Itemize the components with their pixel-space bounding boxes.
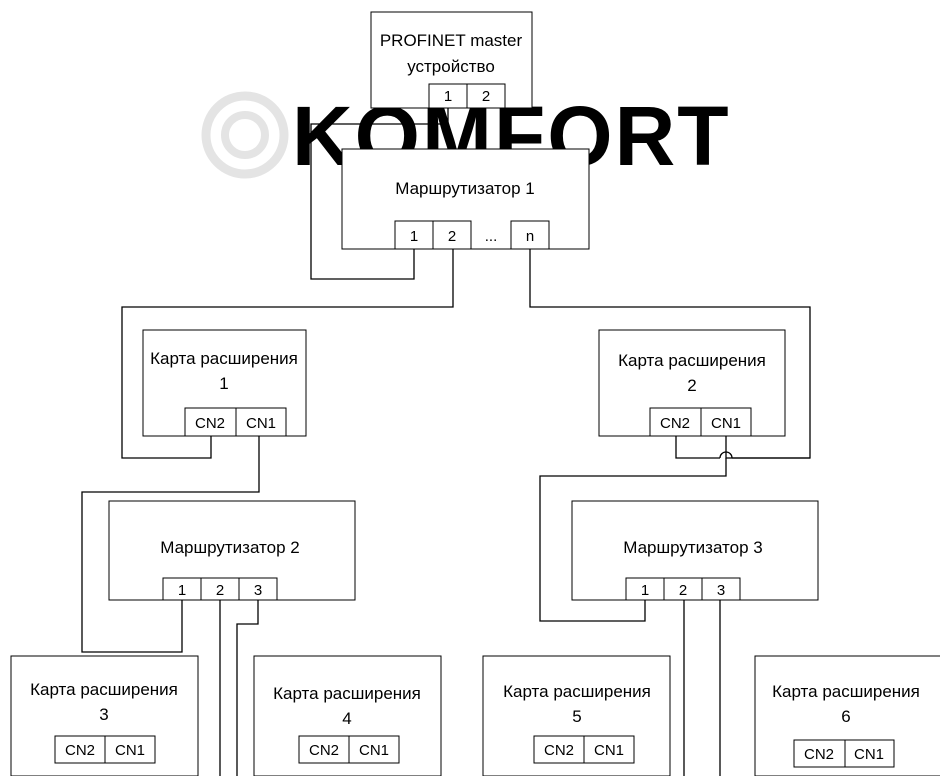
master-port-2-label: 2: [482, 88, 490, 105]
router1-ellipsis: ...: [485, 228, 498, 245]
router1-port-n: [510, 220, 550, 250]
card3-port-cn2-label: CN2: [65, 742, 95, 759]
router2-title: Маршрутизатор 2: [160, 538, 300, 557]
router1-port-1-label: 1: [410, 228, 418, 245]
card1-port-cn2: [184, 407, 237, 437]
card3-title-line1: Карта расширения: [30, 680, 178, 699]
router2-port-3: [238, 577, 278, 601]
router3-port-3-label: 3: [717, 582, 725, 599]
card6-title-line2: 6: [841, 707, 850, 726]
card6-port-cn1: [844, 739, 895, 768]
router2-port-3-label: 3: [254, 582, 262, 599]
card1-title-line1: Карта расширения: [150, 349, 298, 368]
wire-jumper-crossing: [719, 451, 733, 459]
card6-title-line1: Карта расширения: [772, 682, 920, 701]
wire-router1-to-card2: [529, 249, 811, 459]
card3-port-cn2: [54, 735, 106, 764]
card4-port-cn2-label: CN2: [309, 742, 339, 759]
card5-port-cn1: [583, 735, 635, 764]
router-1: Маршрутизатор 1 1 2 ... n: [341, 148, 590, 250]
profinet-master-device: PROFINET master устройство 1 2: [370, 11, 533, 109]
card2-title-line1: Карта расширения: [618, 351, 766, 370]
card2-port-cn2: [649, 407, 702, 437]
card3-port-cn1: [104, 735, 156, 764]
master-port-1: [428, 83, 468, 109]
router1-title: Маршрутизатор 1: [395, 179, 535, 198]
card6-port-cn2-label: CN2: [804, 746, 834, 763]
master-port-2: [466, 83, 506, 109]
card2-port-cn1: [700, 407, 752, 437]
expansion-card-1: Карта расширения 1 CN2 CN1: [142, 329, 307, 437]
wire-router1-to-card1: [121, 249, 454, 459]
card6-port-cn2: [793, 739, 846, 768]
master-title-line2: устройство: [407, 57, 495, 76]
wire-router3-to-card2-drop: [539, 458, 727, 622]
router3-port-3: [701, 577, 741, 601]
connection-wires: [81, 108, 870, 776]
router1-port-n-label: n: [526, 228, 534, 245]
card4-port-cn1: [348, 735, 400, 764]
router-2: Маршрутизатор 2 1 2 3: [108, 500, 356, 601]
router1-port-1: [394, 220, 434, 250]
card1-port-cn1-label: CN1: [246, 415, 276, 432]
master-title-line1: PROFINET master: [380, 31, 523, 50]
card2-title-line2: 2: [687, 376, 696, 395]
card1-title-line2: 1: [219, 374, 228, 393]
wire-card1-to-router2: [81, 436, 260, 653]
card1-port-cn2-label: CN2: [195, 415, 225, 432]
router3-port-1-label: 1: [641, 582, 649, 599]
card4-port-cn1-label: CN1: [359, 742, 389, 759]
router1-port-2: [432, 220, 472, 250]
expansion-card-3: Карта расширения 3 CN2 CN1: [10, 655, 199, 776]
master-port-1-label: 1: [444, 88, 452, 105]
wire-card2-to-router3: [675, 436, 720, 459]
card5-port-cn1-label: CN1: [594, 742, 624, 759]
expansion-card-2: Карта расширения 2 CN2 CN1: [598, 329, 786, 437]
card5-port-cn2-label: CN2: [544, 742, 574, 759]
watermark-circle-outer: [201, 91, 289, 179]
router3-title: Маршрутизатор 3: [623, 538, 763, 557]
wire-router2-port3-down: [236, 600, 259, 776]
expansion-card-6: Карта расширения 6 CN2 CN1: [754, 655, 940, 776]
card1-port-cn1: [235, 407, 287, 437]
router3-port-2-label: 2: [679, 582, 687, 599]
router2-port-1-label: 1: [178, 582, 186, 599]
card4-title-line1: Карта расширения: [273, 684, 421, 703]
card6-port-cn1-label: CN1: [854, 746, 884, 763]
card3-title-line2: 3: [99, 705, 108, 724]
watermark-circle-inner: [221, 111, 269, 159]
card5-title-line1: Карта расширения: [503, 682, 651, 701]
card2-port-cn2-label: CN2: [660, 415, 690, 432]
router2-port-2-label: 2: [216, 582, 224, 599]
wire-master-to-router1: [310, 108, 449, 280]
card4-title-line2: 4: [342, 709, 351, 728]
expansion-card-5: Карта расширения 5 CN2 CN1: [482, 655, 671, 776]
card2-port-cn1-label: CN1: [711, 415, 741, 432]
card3-port-cn1-label: CN1: [115, 742, 145, 759]
expansion-card-4: Карта расширения 4 CN2 CN1: [253, 655, 442, 776]
card5-title-line2: 5: [572, 707, 581, 726]
card4-port-cn2: [298, 735, 350, 764]
router1-port-2-label: 2: [448, 228, 456, 245]
router-3: Маршрутизатор 3 1 2 3: [571, 500, 819, 601]
